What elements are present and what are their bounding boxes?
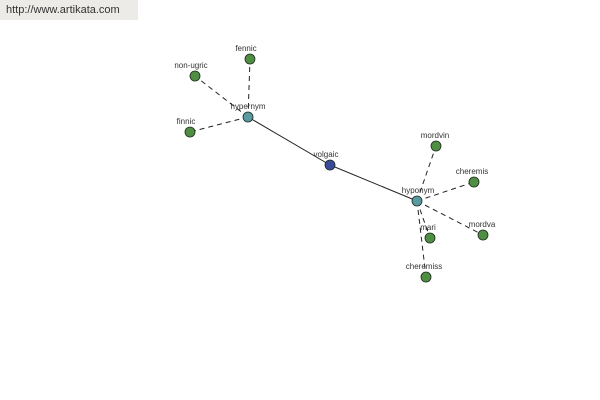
nodes-layer — [184, 53, 489, 283]
node-mordva[interactable] — [477, 229, 489, 241]
label-fennic: fennic — [235, 44, 256, 53]
node-non-ugric[interactable] — [189, 70, 201, 82]
label-hypernym: hypernym — [230, 102, 265, 111]
edge-hyponym-mordva — [416, 200, 484, 236]
edge-hypernym-fennic — [247, 58, 251, 118]
edge-hyponym-cheremis — [416, 181, 475, 202]
edge-hyponym-cheremiss — [416, 200, 427, 278]
label-hyponym: hyponym — [402, 186, 435, 195]
edge-hyponym-mordvin — [416, 145, 437, 202]
node-center[interactable] — [324, 159, 336, 171]
label-center: volgaic — [314, 150, 339, 159]
edge-center-hypernym — [247, 116, 331, 166]
edge-hypernym-finnic — [189, 116, 249, 133]
label-mari: mari — [420, 223, 436, 232]
url-link[interactable]: http://www.artikata.com — [6, 4, 120, 16]
label-cheremis: cheremis — [456, 167, 488, 176]
edge-center-hyponym — [329, 164, 418, 202]
label-finnic: finnic — [177, 117, 196, 126]
node-mordvin[interactable] — [430, 140, 442, 152]
node-hypernym[interactable] — [242, 111, 254, 123]
edges-layer — [189, 58, 484, 278]
node-finnic[interactable] — [184, 126, 196, 138]
node-mari[interactable] — [424, 232, 436, 244]
label-cheremiss: cheremiss — [406, 262, 442, 271]
node-fennic[interactable] — [244, 53, 256, 65]
node-cheremis[interactable] — [468, 176, 480, 188]
edge-hypernym-non-ugric — [194, 75, 249, 118]
label-non-ugric: non-ugric — [174, 61, 207, 70]
labels-layer: volgaic hypernym hyponym fennic non-ugric fin… — [174, 44, 496, 271]
url-banner: http://www.artikata.com — [0, 0, 138, 20]
label-mordvin: mordvin — [421, 131, 449, 140]
label-mordva: mordva — [469, 220, 496, 229]
node-cheremiss[interactable] — [420, 271, 432, 283]
node-hyponym[interactable] — [411, 195, 423, 207]
edge-hyponym-mari — [416, 200, 431, 239]
